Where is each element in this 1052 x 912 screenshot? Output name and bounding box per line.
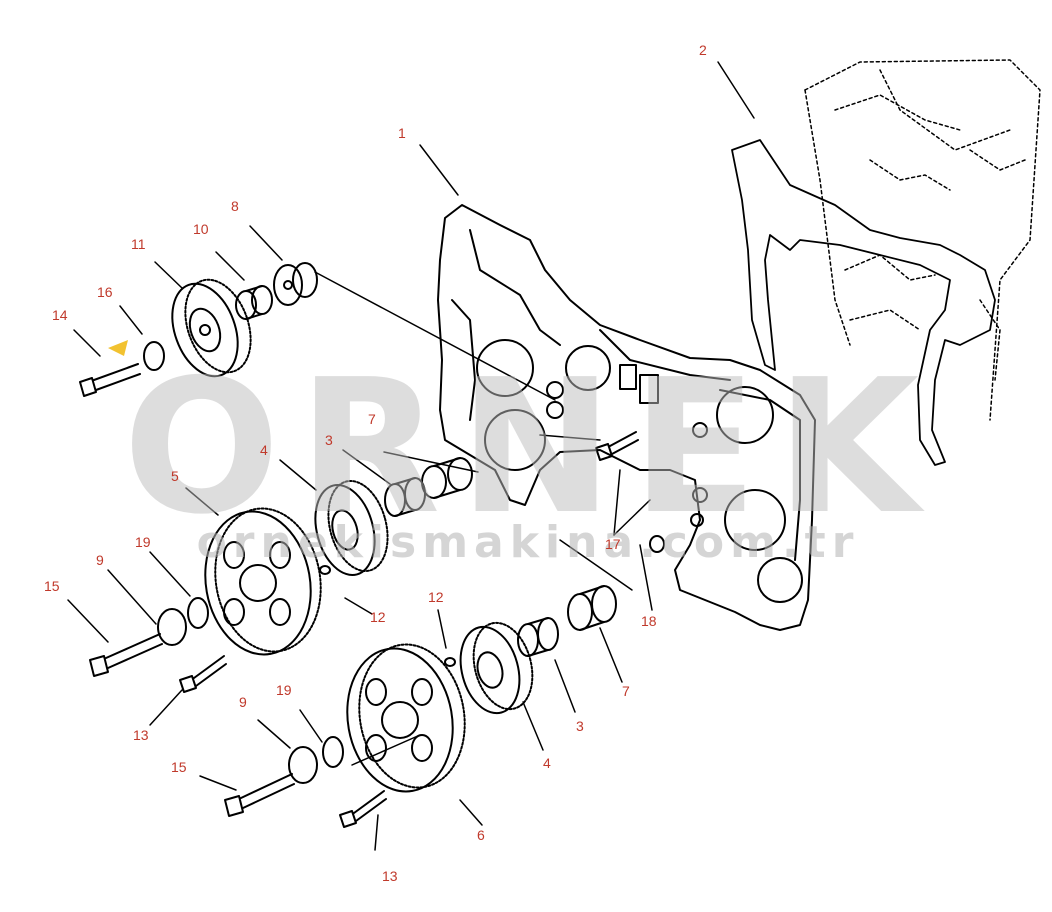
callout-19-upper: 19: [135, 534, 151, 550]
callout-13-upper: 13: [133, 727, 149, 743]
ring-19-lower: [322, 736, 344, 768]
callout-15-lower: 15: [171, 759, 187, 775]
pin-12-upper: [319, 565, 331, 575]
bolt-17: [595, 431, 639, 461]
gasket-outline: [731, 139, 996, 466]
callout-2: 2: [699, 42, 707, 58]
callout-16: 16: [97, 284, 113, 300]
callout-19-lower: 19: [276, 682, 292, 698]
bolt-15-lower: [224, 773, 295, 817]
washer-9-lower: [288, 746, 318, 784]
hub-8: [273, 262, 318, 306]
callout-5: 5: [171, 468, 179, 484]
bushing-10: [235, 285, 273, 320]
bolt-15-upper: [89, 633, 163, 677]
timing-cover: [437, 204, 816, 631]
callout-9-lower: 9: [239, 694, 247, 710]
callout-12-lower: 12: [428, 589, 444, 605]
plug-18: [649, 535, 665, 553]
callout-17: 17: [605, 536, 621, 552]
large-gear-5: [204, 507, 322, 656]
callout-15-upper: 15: [44, 578, 60, 594]
callout-6: 6: [477, 827, 485, 843]
callout-13-lower: 13: [382, 868, 398, 884]
cam-gear-4-lower: [459, 621, 534, 715]
callout-9-upper: 9: [96, 552, 104, 568]
bolt-13-lower: [339, 790, 387, 828]
marker-accent: [108, 340, 128, 356]
bolt-13-upper: [179, 655, 227, 693]
idler-gear-11: [171, 278, 252, 378]
bushing-3-lower: [517, 617, 559, 657]
callout-4-lower: 4: [543, 755, 551, 771]
hub-7-upper: [421, 457, 473, 499]
engine-block-outline: [804, 59, 1041, 421]
large-gear-6: [346, 643, 466, 793]
ring-19-upper: [187, 597, 209, 629]
hub-7-lower: [567, 585, 617, 631]
callout-18: 18: [641, 613, 657, 629]
callout-11: 11: [131, 236, 146, 252]
watermark-url: ornekismakina.com.tr: [196, 517, 860, 568]
callout-10: 10: [193, 221, 209, 237]
washer-9-upper: [157, 608, 187, 646]
callout-7-lower: 7: [622, 683, 630, 699]
callout-8: 8: [231, 198, 239, 214]
watermark-logo: ORNEK: [122, 339, 938, 555]
bolt-14: [79, 363, 141, 397]
callout-3-lower: 3: [576, 718, 584, 734]
callout-1: 1: [398, 125, 406, 141]
washer-16: [143, 341, 165, 371]
callout-12-upper: 12: [370, 609, 386, 625]
pin-12-lower: [444, 657, 456, 667]
callout-14: 14: [52, 307, 68, 323]
cam-gear-4: [314, 479, 389, 577]
callout-3-upper: 3: [325, 432, 333, 448]
callout-4-upper: 4: [260, 442, 268, 458]
callout-7-upper: 7: [368, 411, 376, 427]
